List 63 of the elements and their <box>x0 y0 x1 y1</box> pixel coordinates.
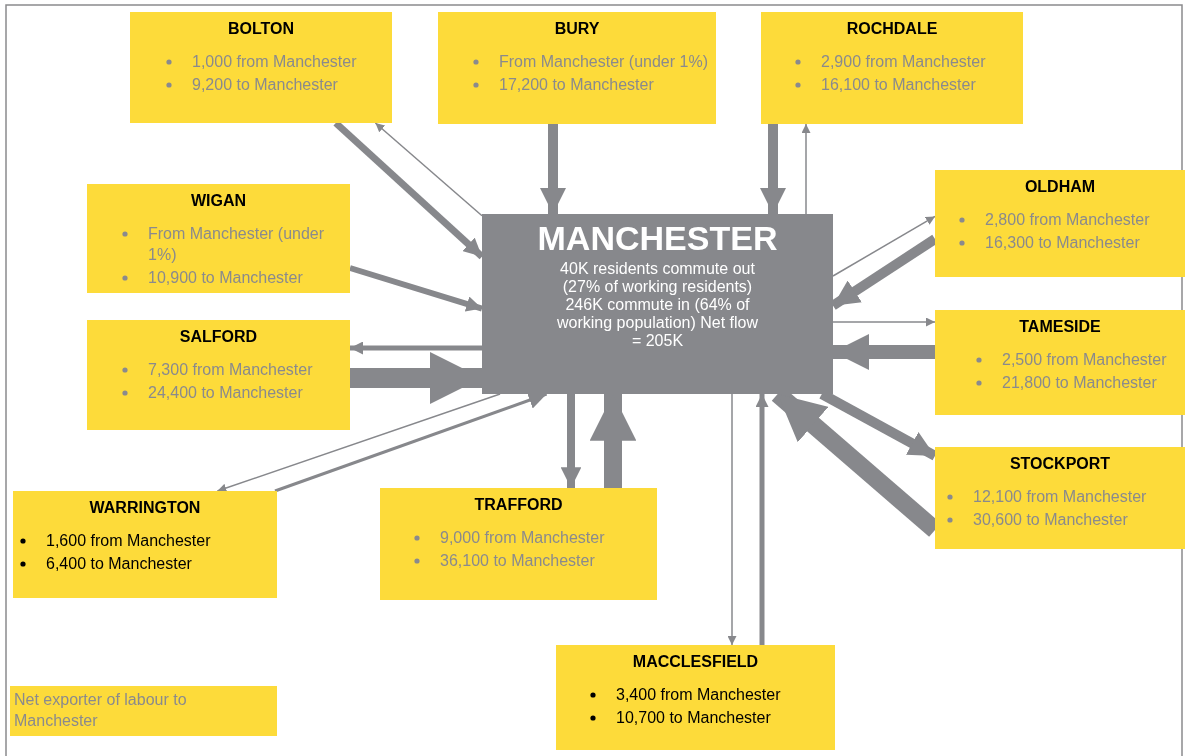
area-box <box>556 645 835 750</box>
list-item: 7,300 from Manchester <box>148 361 313 378</box>
list-item: 9,200 to Manchester <box>192 76 338 93</box>
area-box <box>13 491 277 598</box>
legend-label: Net exporter of labour to Manchester <box>14 690 188 731</box>
list-item: 2,500 from Manchester <box>1002 351 1167 368</box>
area-name: BURY <box>553 19 601 39</box>
area-box <box>935 447 1185 549</box>
flow-arrow <box>540 124 566 214</box>
area-name: WARRINGTON <box>88 498 202 518</box>
flow-arrow <box>349 265 483 312</box>
list-item: 16,100 to Manchester <box>821 76 976 93</box>
list-item: 36,100 to Manchester <box>440 552 595 569</box>
area-box <box>935 170 1185 277</box>
list-item: From Manchester (under 1%) <box>499 53 708 70</box>
area-name: WIGAN <box>189 191 248 211</box>
flow-arrow <box>801 123 811 215</box>
area-box <box>380 488 657 600</box>
area-box <box>87 184 350 293</box>
area-box <box>438 12 716 124</box>
flow-arrow <box>832 317 936 327</box>
flow-arrow <box>833 333 935 371</box>
flow-arrow <box>589 394 637 488</box>
flow-arrow <box>350 352 482 404</box>
list-item: 1,600 from Manchester <box>46 532 211 549</box>
list-item: 10,700 to Manchester <box>616 709 771 726</box>
list-item: 10,900 to Manchester <box>148 269 303 286</box>
area-name: SALFORD <box>178 327 259 347</box>
hub-title: MANCHESTER <box>537 218 778 258</box>
list-item: 9,000 from Manchester <box>440 529 605 546</box>
flow-arrow <box>755 394 769 645</box>
area-box <box>130 12 392 123</box>
flow-arrow <box>760 124 786 214</box>
list-item: 12,100 from Manchester <box>973 488 1147 505</box>
area-name: TAMESIDE <box>1018 317 1102 337</box>
list-item: 30,600 to Manchester <box>973 511 1128 528</box>
list-item: 16,300 to Manchester <box>985 234 1140 251</box>
list-item: 17,200 to Manchester <box>499 76 654 93</box>
list-item: From Manchester (under 1%) <box>148 225 325 263</box>
list-item: 21,800 to Manchester <box>1002 374 1157 391</box>
area-box <box>761 12 1023 124</box>
flow-arrow <box>727 393 737 646</box>
list-item: 6,400 to Manchester <box>46 555 192 572</box>
list-item: 24,400 to Manchester <box>148 384 303 401</box>
area-name: STOCKPORT <box>1008 454 1112 474</box>
list-item: 3,400 from Manchester <box>616 686 781 703</box>
hub-description: 40K residents commute out (27% of working residents) 246K commute in (64% of working population) Net flow = 205K <box>556 260 759 350</box>
area-box <box>87 320 350 430</box>
flow-arrow <box>216 393 501 493</box>
area-name: MACCLESFIELD <box>631 652 760 672</box>
flow-arrow <box>832 215 936 277</box>
area-name: ROCHDALE <box>845 19 939 39</box>
list-item: 1,000 from Manchester <box>192 53 357 70</box>
hub-box <box>482 214 833 394</box>
list-item: 2,900 from Manchester <box>821 53 986 70</box>
area-name: BOLTON <box>226 19 296 39</box>
area-name: TRAFFORD <box>473 495 564 515</box>
flow-arrow <box>560 394 582 488</box>
flow-arrow <box>374 122 483 217</box>
area-box <box>935 310 1185 415</box>
area-name: OLDHAM <box>1023 177 1097 197</box>
list-item: 2,800 from Manchester <box>985 211 1150 228</box>
flow-arrow <box>350 341 482 355</box>
